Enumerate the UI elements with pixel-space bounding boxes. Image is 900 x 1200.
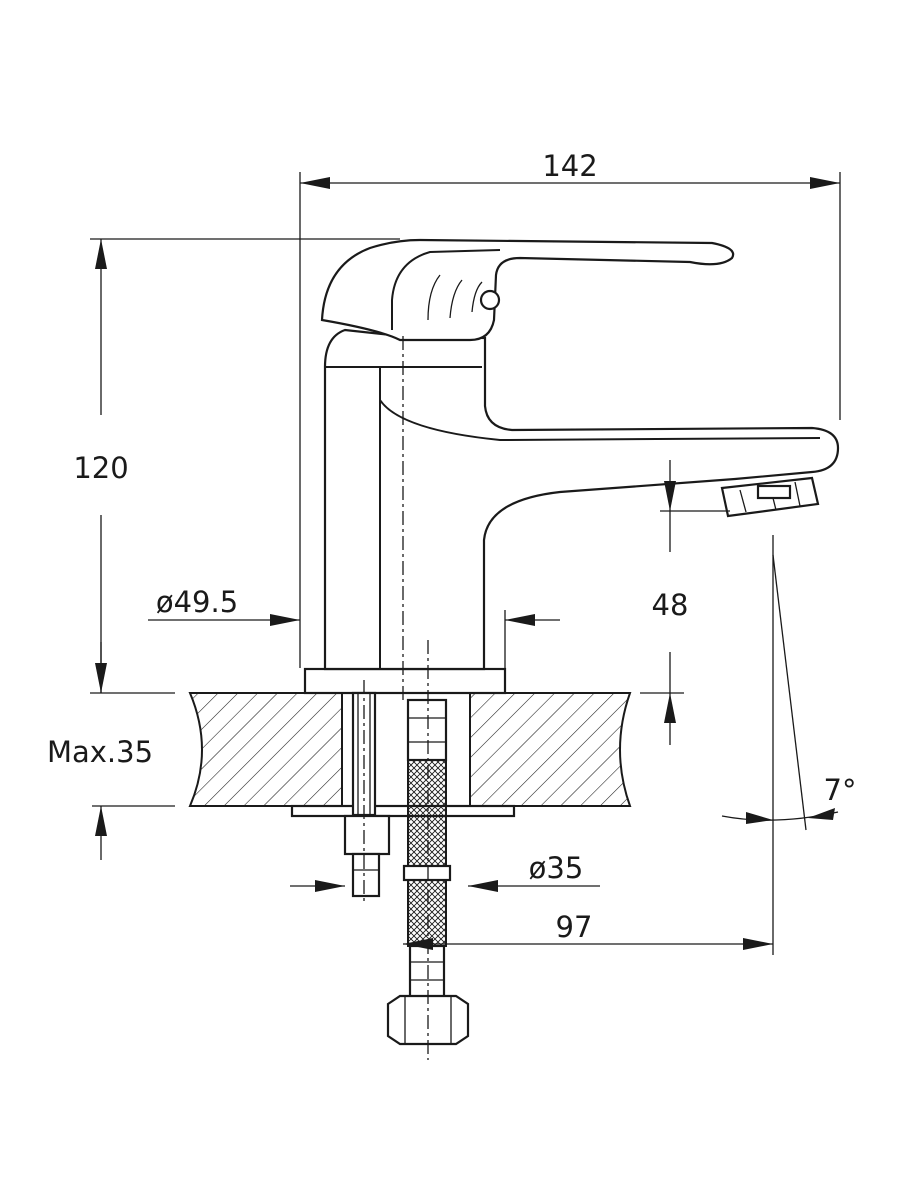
dim-spout-reach: 97 — [403, 535, 774, 955]
dim-base-diameter: ø49.5 — [148, 585, 560, 668]
dim-hole-diameter-label: ø35 — [529, 851, 584, 885]
dim-spout-reach-label: 97 — [556, 910, 593, 944]
dim-flow-angle-label: 7° — [824, 773, 857, 807]
dim-overall-length-label: 142 — [542, 149, 597, 183]
under-plate — [290, 804, 516, 818]
dim-overall-height-label: 120 — [73, 451, 128, 485]
spout-body — [323, 328, 840, 671]
aerator — [720, 476, 820, 518]
dim-max-deck: Max.35 — [47, 642, 175, 860]
dim-max-deck-label: Max.35 — [47, 735, 153, 769]
faucet-body — [303, 238, 840, 695]
dim-spout-height-label: 48 — [652, 588, 689, 622]
dim-flow-angle: 7° — [721, 554, 857, 831]
mounting-stud — [343, 691, 391, 898]
countertop-left-block — [188, 692, 343, 807]
lever-pivot-screw — [479, 289, 501, 311]
lever-handle — [320, 238, 735, 342]
dim-overall-length: 142 — [299, 149, 841, 668]
countertop-right-block — [469, 692, 632, 807]
base-flange — [303, 667, 507, 695]
dim-spout-height: 48 — [640, 460, 730, 745]
dim-base-diameter-label: ø49.5 — [156, 585, 238, 619]
dim-hole-diameter: ø35 — [290, 851, 600, 892]
